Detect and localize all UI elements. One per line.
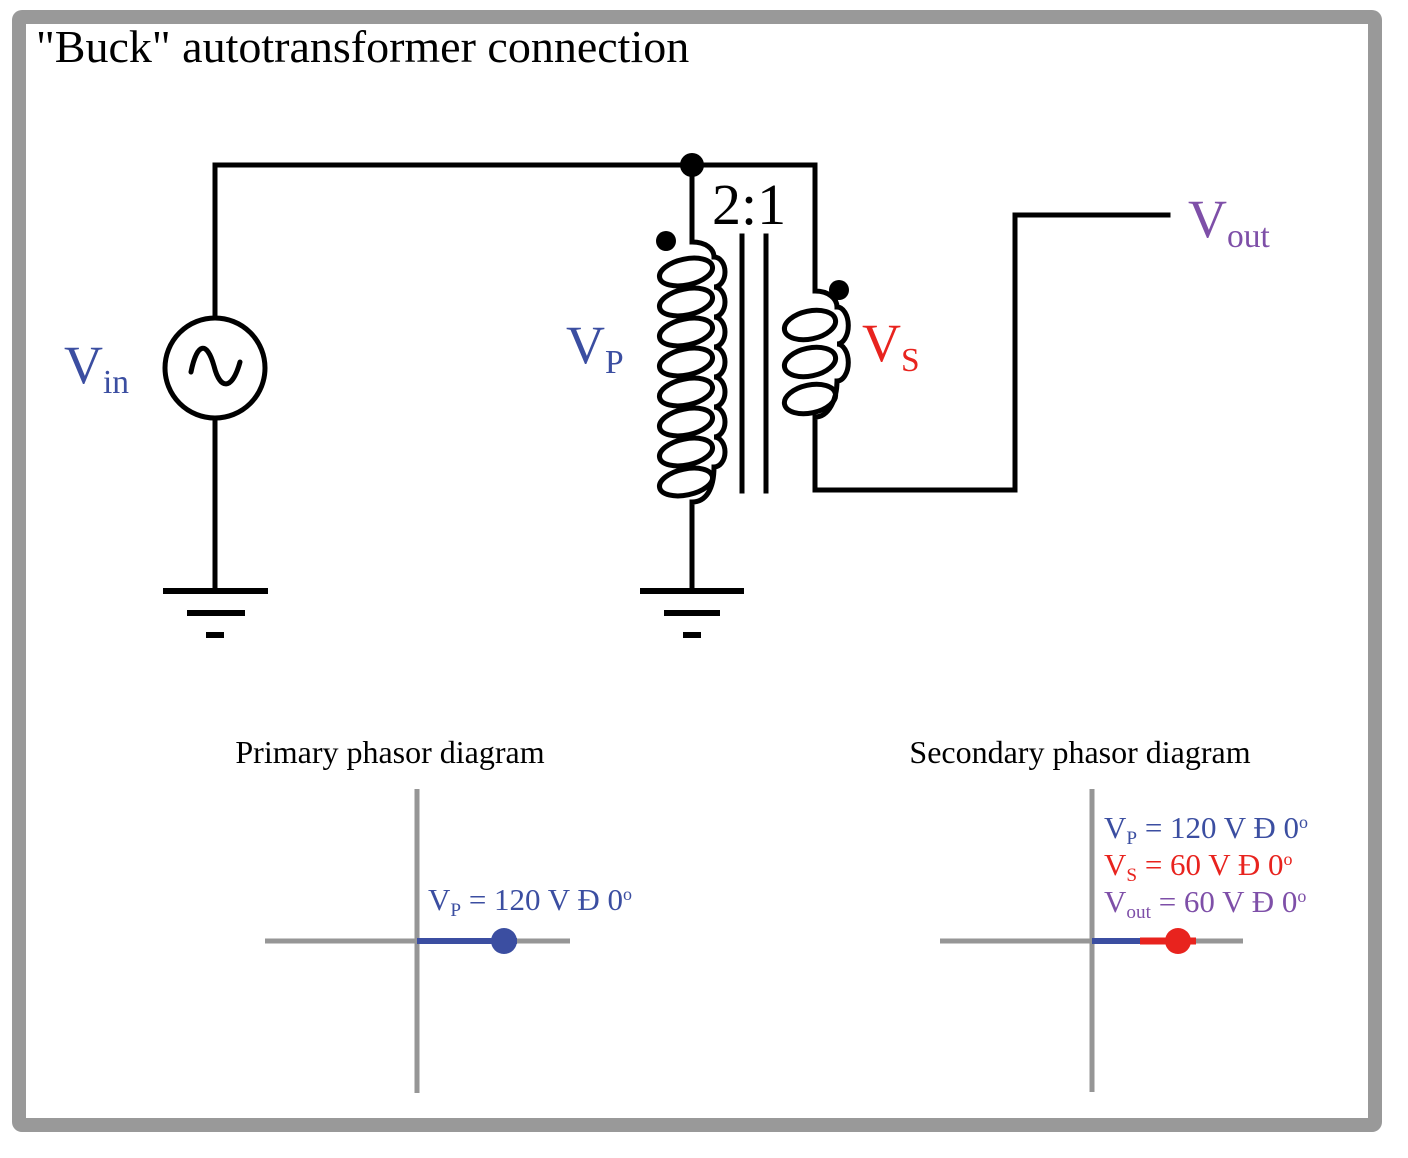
secondary-winding	[812, 162, 851, 493]
primary-winding-loops	[656, 255, 716, 499]
junction-dot	[680, 153, 704, 177]
primary-phasor-dot	[491, 928, 517, 954]
secondary-winding-loops	[781, 307, 839, 417]
vp-label-base: V	[566, 315, 605, 375]
primary-phase-dot	[656, 231, 676, 251]
vin-label-sub: in	[103, 364, 130, 402]
primary-phasor-title: Primary phasor diagram	[235, 734, 545, 770]
sine-icon	[188, 345, 243, 387]
primary-phasor-value: VP = 120 V Đ 0o	[428, 882, 632, 921]
figure-title: "Buck" autotransformer connection	[36, 21, 690, 72]
ac-source	[162, 315, 268, 421]
vout-label-sub: out	[1227, 218, 1270, 256]
primary-ground	[640, 588, 744, 638]
vp-label: VP	[566, 318, 624, 380]
secondary-phasor-value-vout: Vout = 60 V Đ 0o	[1104, 884, 1307, 923]
secondary-phasor-value-vs: VS = 60 V Đ 0o	[1104, 847, 1293, 886]
output-wire	[812, 212, 1171, 493]
primary-winding	[689, 162, 728, 591]
vs-label: VS	[862, 316, 920, 378]
vout-label-base: V	[1188, 189, 1227, 249]
vs-label-base: V	[862, 313, 901, 373]
figure-border	[12, 10, 1382, 1132]
vin-label-base: V	[64, 335, 103, 395]
source-ground	[163, 588, 268, 638]
core-lines	[739, 233, 769, 494]
secondary-phase-dot	[829, 280, 849, 300]
secondary-phasor-dot	[1165, 928, 1191, 954]
secondary-phasor-title: Secondary phasor diagram	[909, 734, 1251, 770]
turns-ratio-label: 2:1	[712, 172, 787, 237]
vout-label: Vout	[1188, 192, 1270, 254]
vp-label-sub: P	[605, 344, 624, 382]
secondary-phasor-value-vp: VP = 120 V Đ 0o	[1104, 810, 1308, 849]
vs-label-sub: S	[901, 342, 920, 380]
vin-label: Vin	[64, 338, 129, 400]
